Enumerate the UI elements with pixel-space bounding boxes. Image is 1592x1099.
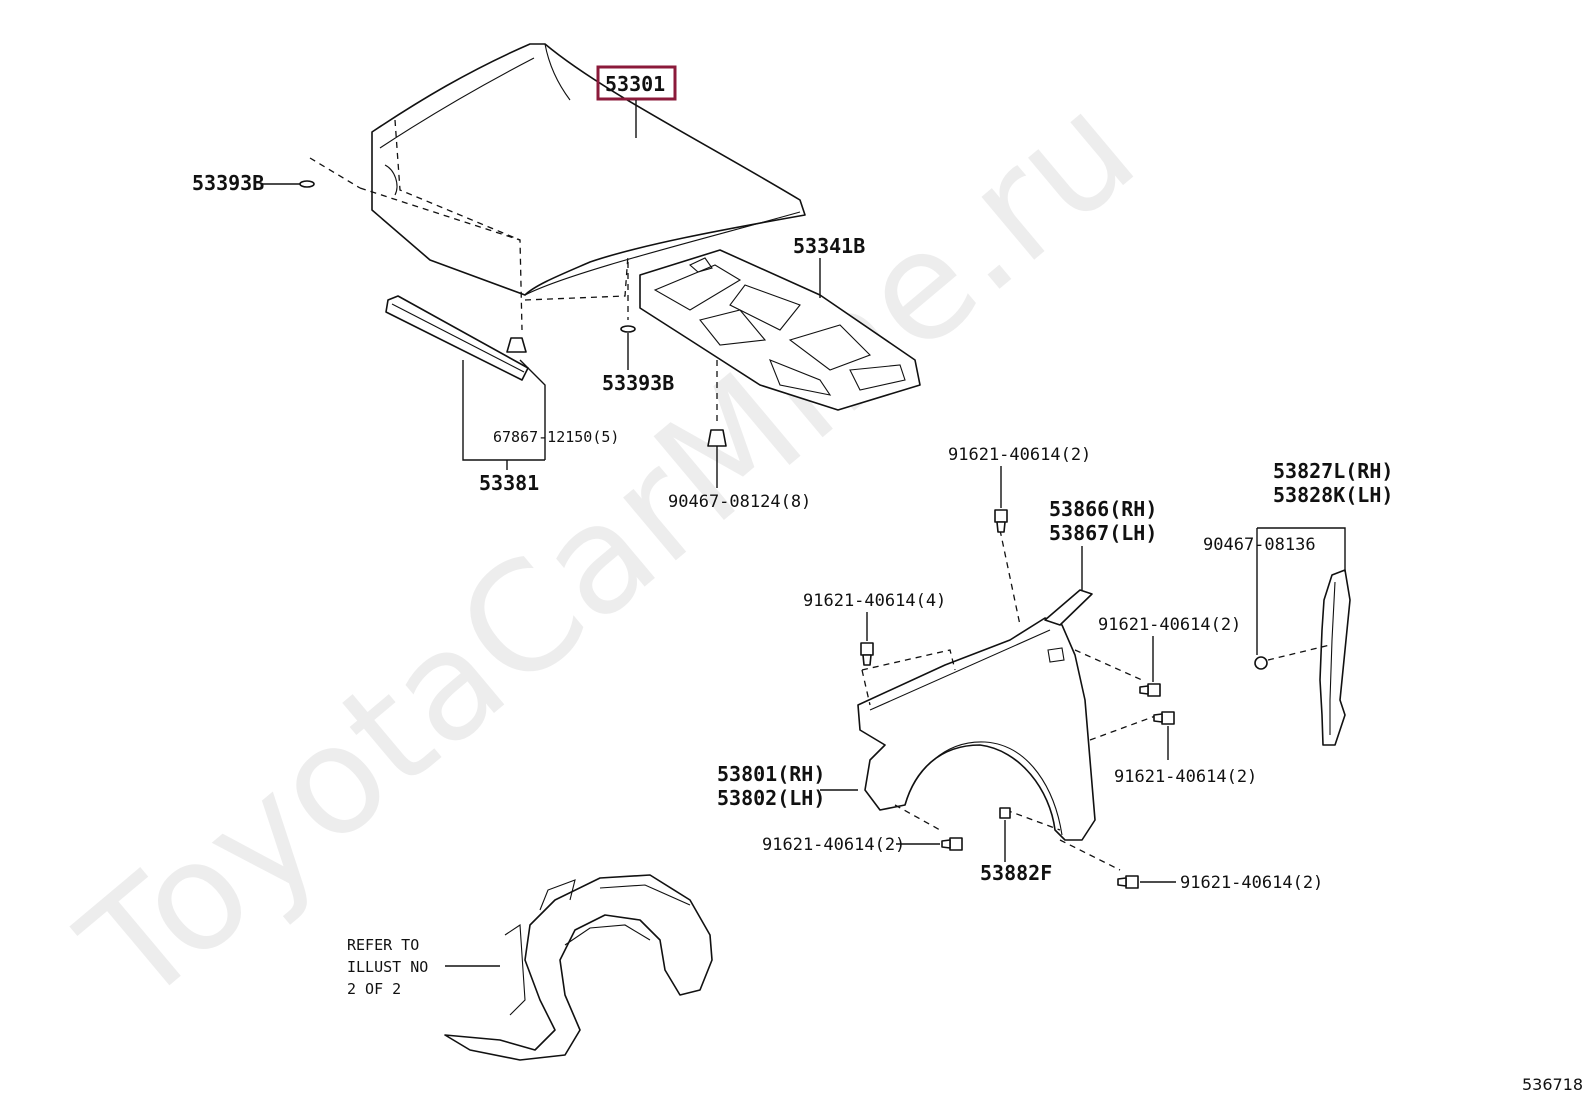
label-bolt-left: 91621-40614(4) <box>803 591 946 611</box>
fender-seal-bracket <box>1319 569 1351 746</box>
bolt-right-lower <box>1153 711 1175 725</box>
hood-cushion-bottom <box>620 325 636 333</box>
bolt-top <box>994 509 1008 533</box>
label-refer-line2: ILLUST NO <box>347 958 428 976</box>
bolt-left <box>860 642 874 666</box>
label-seal-bracket-lh: 53828K(LH) <box>1273 483 1393 507</box>
hood-label-highlight <box>596 65 677 101</box>
label-bolt-bottom-left: 91621-40614(2) <box>762 835 905 855</box>
label-hood: 53301 <box>605 72 665 96</box>
bolt-right-upper <box>1139 683 1161 697</box>
fender-part <box>857 617 1096 841</box>
bracket-clip <box>1254 656 1268 670</box>
hood-part <box>371 43 806 296</box>
label-spacer: 53882F <box>980 861 1052 885</box>
diagram-id: 536718 <box>1522 1075 1583 1094</box>
seal-clip <box>506 337 527 353</box>
label-seal-clip: 67867-12150(5) <box>493 428 619 446</box>
hood-insulator-part <box>639 249 921 411</box>
hood-cushion-left <box>299 180 315 188</box>
label-bolt-right-upper: 91621-40614(2) <box>1098 615 1241 635</box>
label-protector-lh: 53867(LH) <box>1049 521 1157 545</box>
label-bolt-right-lower: 91621-40614(2) <box>1114 767 1257 787</box>
fender-protector <box>1044 589 1093 626</box>
label-refer-line1: REFER TO <box>347 936 419 954</box>
label-bracket-clip: 90467-08136 <box>1203 535 1316 555</box>
label-seal-bracket-rh: 53827L(RH) <box>1273 459 1393 483</box>
label-bolt-bottom-right: 91621-40614(2) <box>1180 873 1323 893</box>
fender-spacer <box>999 807 1011 819</box>
label-insulator: 53341B <box>793 234 865 258</box>
label-seal: 53381 <box>479 471 539 495</box>
bolt-bottom-left <box>941 837 963 851</box>
label-refer-line3: 2 OF 2 <box>347 980 401 998</box>
label-hood-cushion-bottom: 53393B <box>602 371 674 395</box>
label-fender-lh: 53802(LH) <box>717 786 825 810</box>
insulator-clip <box>707 429 727 447</box>
label-insulator-clip: 90467-08124(8) <box>668 492 811 512</box>
label-hood-cushion-left: 53393B <box>192 171 264 195</box>
fender-liner-part <box>444 874 713 1061</box>
hood-seal-part <box>385 295 529 381</box>
label-fender-rh: 53801(RH) <box>717 762 825 786</box>
label-protector-rh: 53866(RH) <box>1049 497 1157 521</box>
bolt-bottom-right <box>1117 875 1139 889</box>
label-bolt-top: 91621-40614(2) <box>948 445 1091 465</box>
